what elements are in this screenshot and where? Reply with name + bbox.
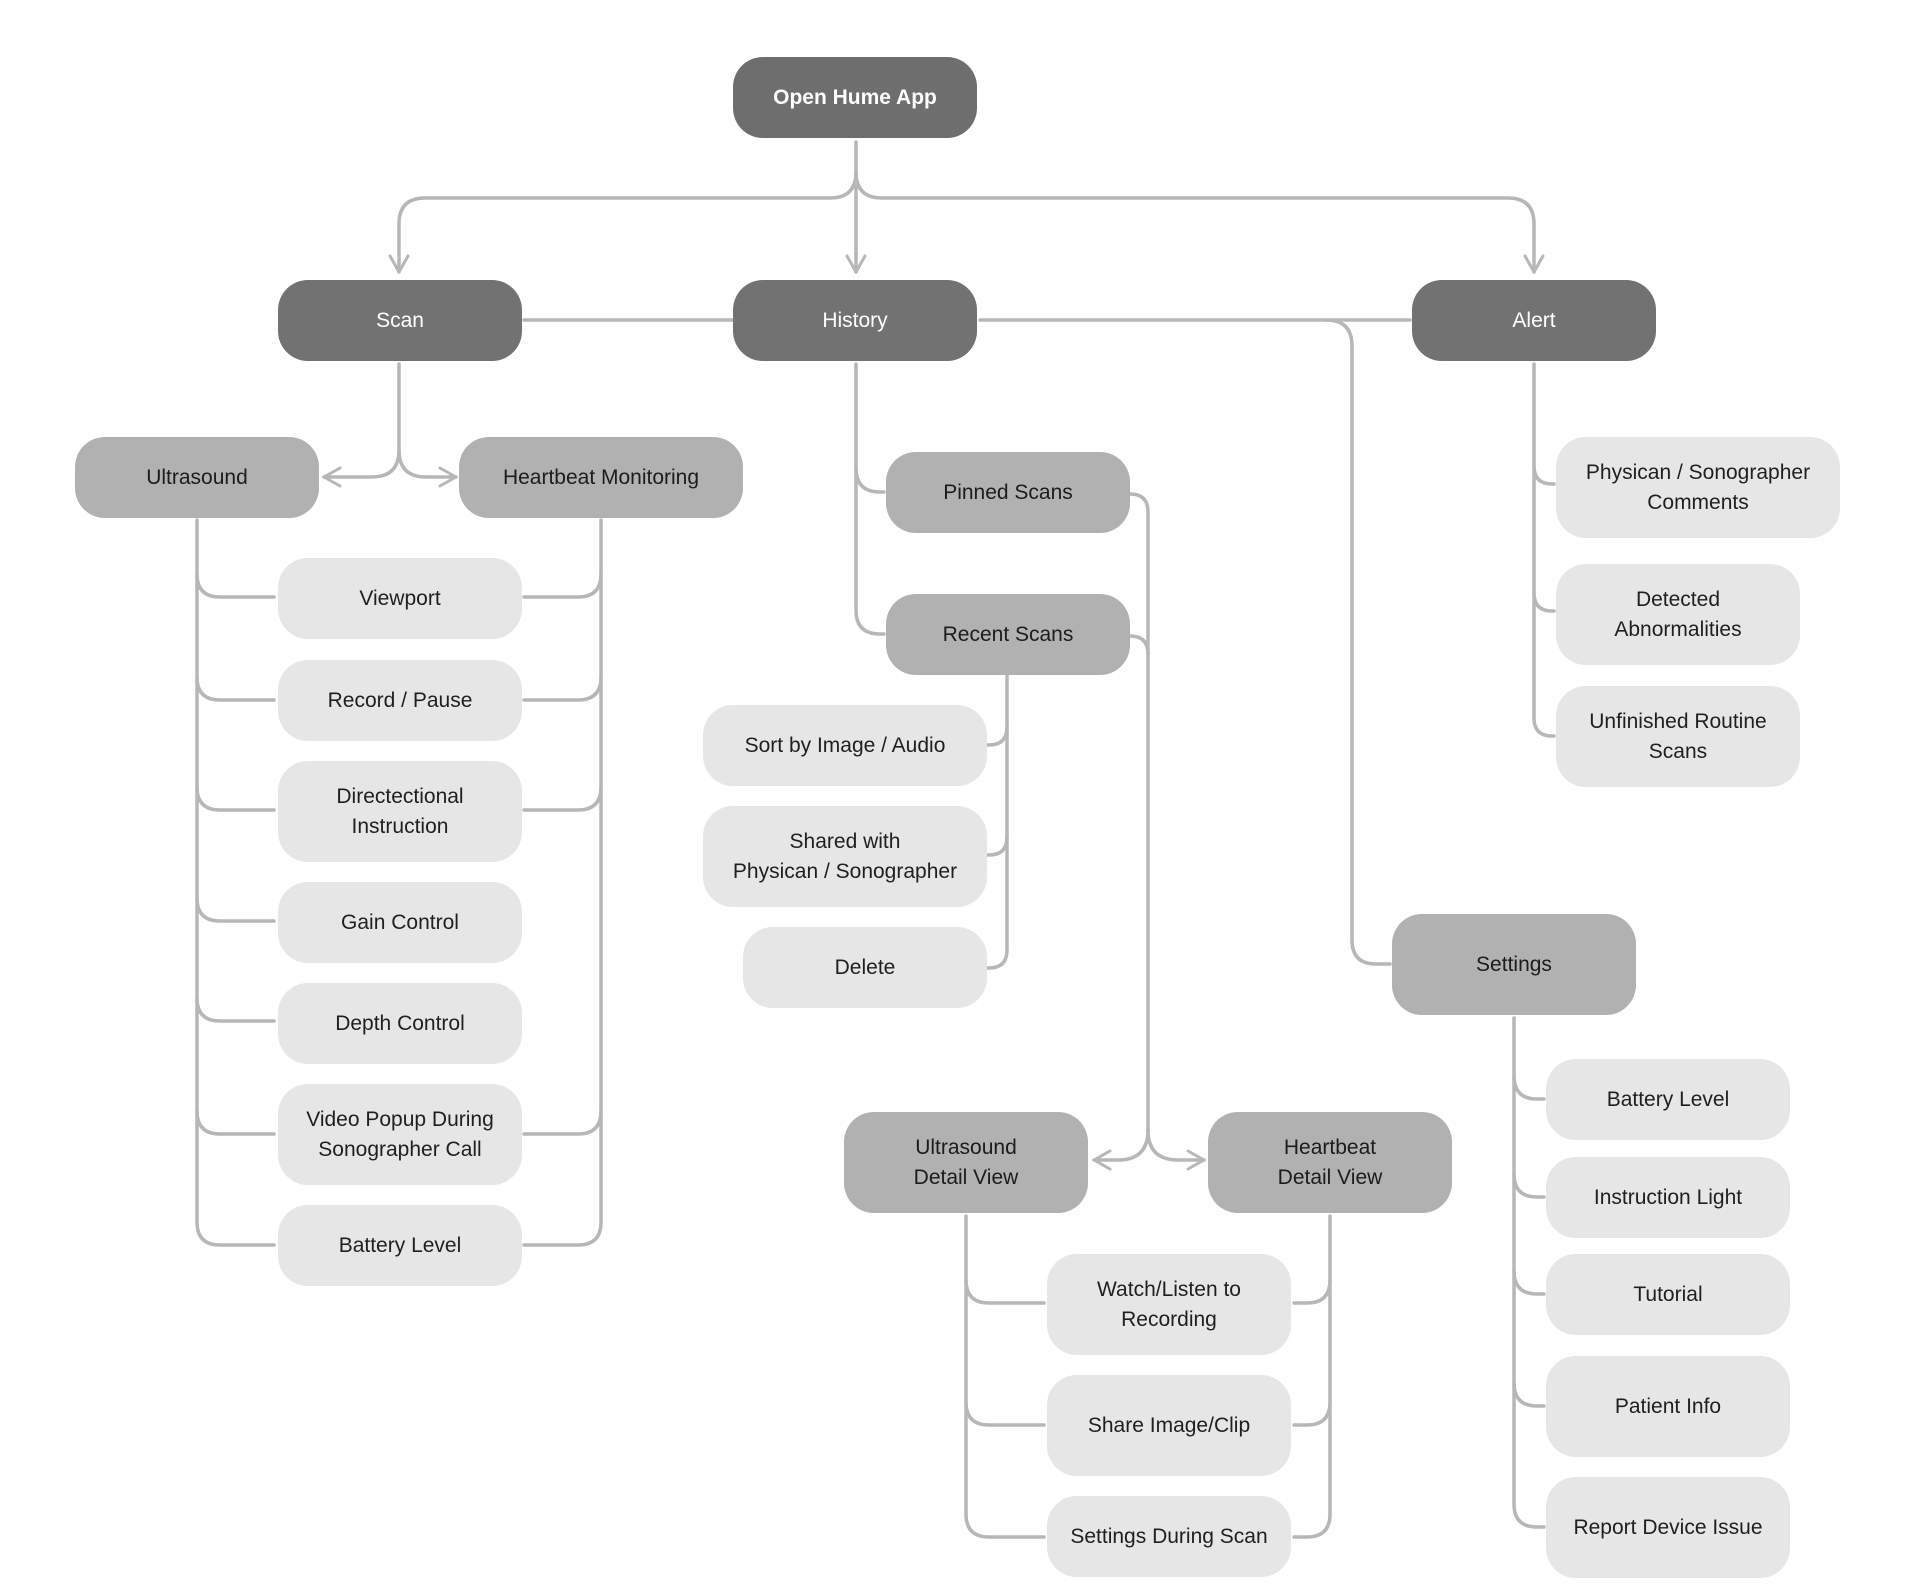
pinned-scans-node: Pinned Scans xyxy=(886,452,1130,533)
scan-feature-depth-control: Depth Control xyxy=(278,983,522,1064)
recent-scans-node-label: Recent Scans xyxy=(942,622,1074,646)
root-node: Open Hume App xyxy=(733,57,977,138)
settings-item-label: Patient Info xyxy=(1614,1394,1722,1418)
alert-item-label: Unfinished Routine Scans xyxy=(1589,709,1767,763)
history-node: History xyxy=(733,280,977,361)
scan-feature-gain-control: Gain Control xyxy=(278,882,522,963)
detail-action-watch-listen: Watch/Listen to Recording xyxy=(1047,1254,1291,1355)
scan-feature-directional-instruction: Directectional Instruction xyxy=(278,761,522,862)
recent-action-delete: Delete xyxy=(743,927,987,1008)
settings-item-battery-level: Battery Level xyxy=(1546,1059,1790,1140)
settings-item-label: Report Device Issue xyxy=(1573,1515,1763,1539)
alert-node: Alert xyxy=(1412,280,1656,361)
scan-feature-viewport: Viewport xyxy=(278,558,522,639)
recent-action-label: Shared with Physican / Sonographer xyxy=(732,829,958,883)
pinned-scans-node-label: Pinned Scans xyxy=(943,480,1073,504)
detail-action-label: Share Image/Clip xyxy=(1087,1413,1251,1437)
ultrasound-detail-view-label: Ultrasound Detail View xyxy=(913,1135,1019,1189)
scan-feature-label: Video Popup During Sonographer Call xyxy=(306,1107,494,1161)
alert-item-unfinished-scans: Unfinished Routine Scans xyxy=(1556,686,1800,787)
scan-feature-label: Viewport xyxy=(359,586,441,610)
heartbeat-monitoring-node: Heartbeat Monitoring xyxy=(459,437,743,518)
heartbeat-detail-view-node: Heartbeat Detail View xyxy=(1208,1112,1452,1213)
history-node-label: History xyxy=(822,308,888,332)
recent-action-shared: Shared with Physican / Sonographer xyxy=(703,806,987,907)
root-node-label: Open Hume App xyxy=(773,85,937,109)
settings-item-instruction-light: Instruction Light xyxy=(1546,1157,1790,1238)
alert-node-label: Alert xyxy=(1512,308,1556,332)
scan-feature-video-popup: Video Popup During Sonographer Call xyxy=(278,1084,522,1185)
scan-feature-label: Record / Pause xyxy=(327,688,473,712)
settings-node-label: Settings xyxy=(1476,952,1552,976)
scan-feature-label: Battery Level xyxy=(338,1233,462,1257)
scan-node: Scan xyxy=(278,280,522,361)
detail-action-share: Share Image/Clip xyxy=(1047,1375,1291,1476)
scan-feature-label: Directectional Instruction xyxy=(336,784,464,838)
scan-feature-label: Gain Control xyxy=(341,910,459,934)
detail-action-label: Watch/Listen to Recording xyxy=(1097,1277,1241,1331)
scan-feature-label: Depth Control xyxy=(335,1011,465,1035)
recent-action-sort: Sort by Image / Audio xyxy=(703,705,987,786)
alert-item-comments: Physican / Sonographer Comments xyxy=(1556,437,1840,538)
settings-item-label: Battery Level xyxy=(1606,1087,1730,1111)
recent-action-label: Sort by Image / Audio xyxy=(744,733,946,757)
settings-item-label: Instruction Light xyxy=(1593,1185,1743,1209)
settings-item-patient-info: Patient Info xyxy=(1546,1356,1790,1457)
scan-node-label: Scan xyxy=(376,308,424,332)
alert-item-label: Detected Abnormalities xyxy=(1614,587,1742,641)
settings-item-report-device-issue: Report Device Issue xyxy=(1546,1477,1790,1578)
alert-item-abnormalities: Detected Abnormalities xyxy=(1556,564,1800,665)
heartbeat-monitoring-node-label: Heartbeat Monitoring xyxy=(502,465,700,489)
detail-action-label: Settings During Scan xyxy=(1070,1524,1268,1548)
heartbeat-detail-view-label: Heartbeat Detail View xyxy=(1277,1135,1383,1189)
settings-item-tutorial: Tutorial xyxy=(1546,1254,1790,1335)
scan-feature-record-pause: Record / Pause xyxy=(278,660,522,741)
recent-action-label: Delete xyxy=(834,955,896,979)
recent-scans-node: Recent Scans xyxy=(886,594,1130,675)
ultrasound-node: Ultrasound xyxy=(75,437,319,518)
detail-action-settings-during-scan: Settings During Scan xyxy=(1047,1496,1291,1577)
ultrasound-node-label: Ultrasound xyxy=(146,465,248,489)
settings-node: Settings xyxy=(1392,914,1636,1015)
ultrasound-detail-view-node: Ultrasound Detail View xyxy=(844,1112,1088,1213)
settings-item-label: Tutorial xyxy=(1633,1282,1703,1306)
alert-item-label: Physican / Sonographer Comments xyxy=(1585,460,1811,514)
scan-feature-battery-level: Battery Level xyxy=(278,1205,522,1286)
